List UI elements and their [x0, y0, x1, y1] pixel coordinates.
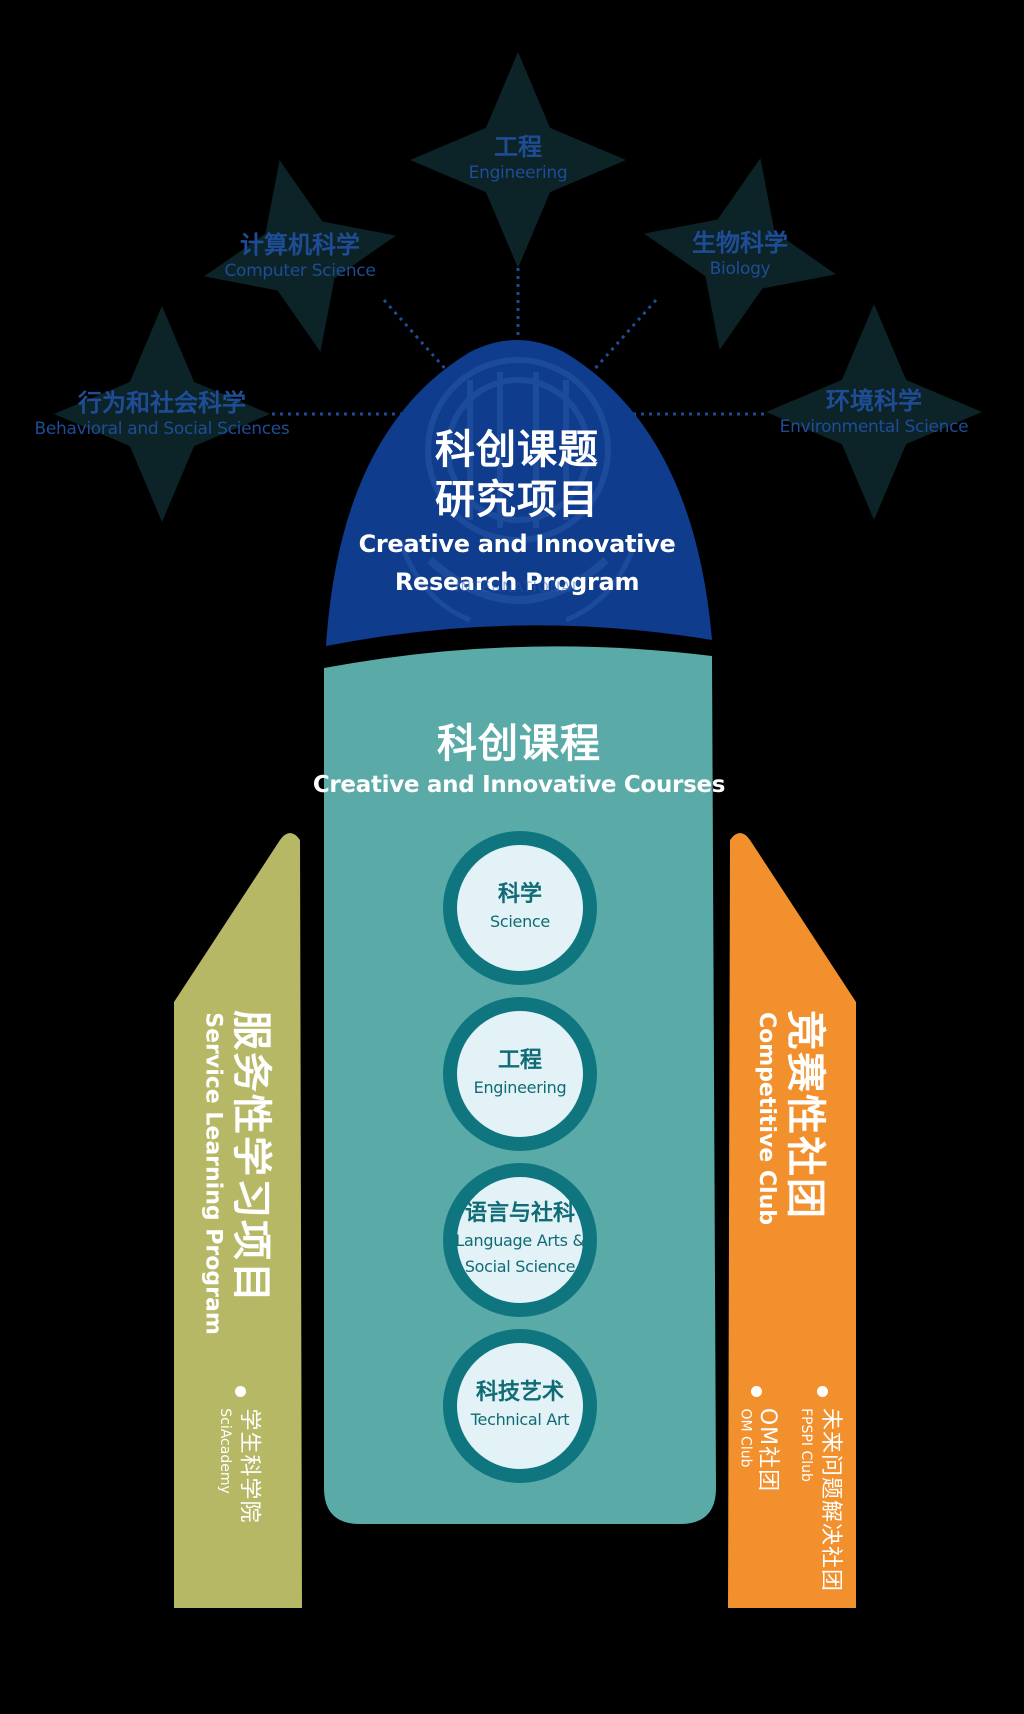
right-booster-title-zh: 竞赛性社团 [782, 1010, 828, 1220]
right-booster [728, 833, 856, 1608]
nose-title-en-1: Creative and Innovative [358, 530, 676, 558]
course-circle-language [457, 1177, 583, 1303]
star-label-en: Biology [709, 259, 771, 279]
connector-lines [272, 260, 764, 416]
star-biology [644, 158, 836, 350]
course-label-science: 科学 Science [490, 881, 550, 935]
nose-title-zh-1: 科创课题 [435, 427, 599, 473]
star-label-en: Environmental Science [779, 417, 969, 437]
right-booster-title-en: Competitive Club [753, 1012, 779, 1225]
nose-title-en-2: Research Program [394, 568, 640, 596]
course-label-en: Engineering [473, 1078, 567, 1097]
course-label-zh: 工程 [497, 1048, 543, 1073]
right-item-1-zh: OM社团 [755, 1407, 781, 1493]
star-engineering [410, 52, 626, 268]
star-label-en: Computer Science [224, 261, 376, 281]
star-label-en: Behavioral and Social Sciences [34, 419, 290, 439]
connector-computer-science [382, 299, 450, 373]
nose-emblem [397, 357, 639, 623]
right-item-1-en: OM Club [736, 1408, 753, 1467]
body-title-zh: 科创课程 [437, 721, 601, 767]
nose-emblem-text: INTERNATIONAL [455, 580, 581, 596]
star-label-zh: 行为和社会科学 [77, 389, 246, 417]
left-booster-title-zh: 服务性学习项目 [228, 1010, 274, 1304]
course-label-engineering: 工程 Engineering [474, 1047, 567, 1101]
left-item-0-en: SciAcademy [216, 1408, 233, 1494]
right-item-0-bullet [817, 1386, 828, 1397]
star-label-zh: 工程 [493, 133, 542, 161]
course-circle-science [457, 845, 583, 971]
rocket-nose [326, 340, 712, 646]
left-booster-title-en: Service Learning Program [200, 1011, 226, 1335]
body-title-en: Creative and Innovative Courses [312, 772, 726, 798]
course-label-en: Technical Art [470, 1410, 570, 1429]
connector-biology [590, 299, 658, 373]
course-label-language: 语言与社科 Language Arts & Social Science [455, 1200, 585, 1280]
right-item-0-en: FPSPI Club [797, 1408, 814, 1482]
left-item-0-bullet [235, 1386, 246, 1397]
course-label-en-2: Social Science [464, 1257, 576, 1276]
course-label-en: Science [490, 912, 550, 931]
star-behavioral [54, 306, 270, 522]
star-label-en: Engineering [468, 163, 568, 183]
left-booster [174, 833, 302, 1608]
star-label-zh: 环境科学 [825, 387, 922, 415]
course-label-zh: 科技艺术 [475, 1380, 565, 1405]
star-label-zh: 计算机科学 [239, 231, 360, 259]
right-item-1-bullet [751, 1386, 762, 1397]
nose-title: 科创课题 研究项目 Creative and Innovative Resear… [359, 425, 676, 601]
star-computer-science [204, 160, 396, 352]
left-item-0-zh: 学生科学院 [236, 1407, 262, 1524]
course-circles [443, 831, 597, 1483]
nose-title-zh-2: 研究项目 [435, 477, 599, 523]
course-label-zh: 语言与社科 [464, 1201, 575, 1226]
topic-stars [54, 52, 982, 522]
course-circle-engineering [457, 1011, 583, 1137]
body-title: 科创课程 Creative and Innovative Courses [312, 719, 726, 801]
course-label-technical-art: 科技艺术 Technical Art [470, 1379, 570, 1433]
star-label-zh: 生物科学 [692, 229, 788, 257]
course-label-zh: 科学 [497, 882, 542, 907]
course-label-en: Language Arts & [455, 1231, 585, 1250]
star-environmental [766, 304, 982, 520]
right-item-0-zh: 未来问题解决社团 [818, 1407, 844, 1593]
course-circle-technical-art [457, 1343, 583, 1469]
